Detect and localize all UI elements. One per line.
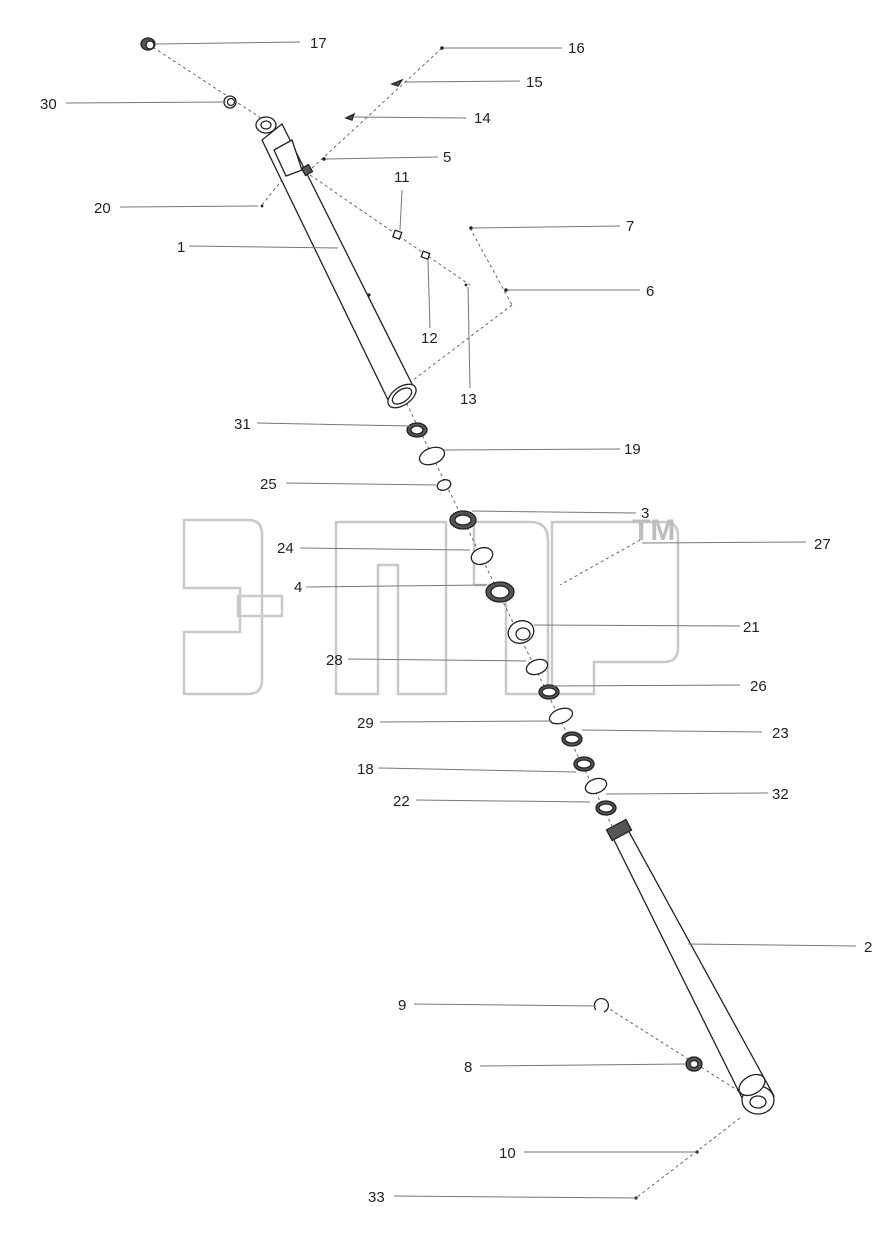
callout-8: 8 — [464, 1059, 472, 1076]
callout-30: 30 — [40, 96, 57, 113]
callout-2: 2 — [864, 939, 872, 956]
callout-6: 6 — [646, 283, 654, 300]
callout-31: 31 — [234, 416, 251, 433]
callout-15: 15 — [526, 74, 543, 91]
callout-28: 28 — [326, 652, 343, 669]
callout-19: 19 — [624, 441, 641, 458]
callout-18: 18 — [357, 761, 374, 778]
callout-5: 5 — [443, 149, 451, 166]
callout-33: 33 — [368, 1189, 385, 1206]
callout-4: 4 — [294, 579, 302, 596]
callout-12: 12 — [421, 330, 438, 347]
callout-32: 32 — [772, 786, 789, 803]
leader-lines — [65, 41, 857, 1199]
callout-13: 13 — [460, 391, 477, 408]
callout-21: 21 — [743, 619, 760, 636]
watermark-logo: TM — [182, 514, 680, 696]
callout-9: 9 — [398, 997, 406, 1014]
callout-26: 26 — [750, 678, 767, 695]
callout-10: 10 — [499, 1145, 516, 1162]
piston-rod — [605, 818, 775, 1115]
assembly-axes — [147, 43, 746, 1199]
callout-labels: 17 16 15 30 14 5 20 11 7 1 6 12 13 31 19… — [40, 35, 872, 1206]
callout-25: 25 — [260, 476, 277, 493]
lower-small-parts — [593, 997, 703, 1200]
callout-17: 17 — [310, 35, 327, 52]
callout-23: 23 — [772, 725, 789, 742]
callout-20: 20 — [94, 200, 111, 217]
callout-29: 29 — [357, 715, 374, 732]
callout-7: 7 — [626, 218, 634, 235]
cylinder-barrel — [255, 116, 417, 409]
callout-3: 3 — [641, 505, 649, 522]
callout-1: 1 — [177, 239, 185, 256]
watermark-tm: TM — [632, 514, 675, 547]
callout-11: 11 — [394, 169, 410, 186]
seal-rings — [406, 422, 617, 816]
callout-27: 27 — [814, 536, 831, 553]
callout-22: 22 — [393, 793, 410, 810]
callout-24: 24 — [277, 540, 294, 557]
callout-14: 14 — [474, 110, 491, 127]
upper-small-parts — [140, 37, 508, 292]
callout-16: 16 — [568, 40, 585, 57]
